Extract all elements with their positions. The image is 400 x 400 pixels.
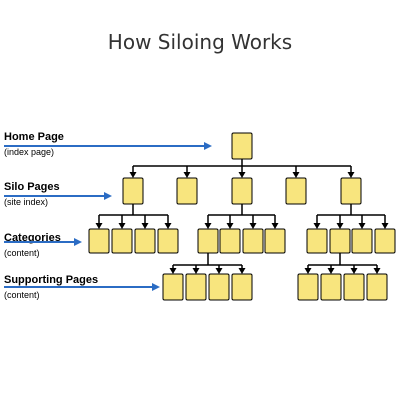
page-box: [162, 273, 184, 301]
connector-arrowhead: [238, 172, 246, 178]
connector-arrowhead: [336, 223, 344, 229]
level-label-supporting-pages: Supporting Pages (content): [4, 274, 98, 301]
level-pointer-arrowhead: [152, 283, 160, 291]
connector-arrowhead: [204, 223, 212, 229]
page-box: [157, 228, 179, 254]
page-box: [320, 273, 342, 301]
level-pointer-arrowhead: [104, 192, 112, 200]
page-box: [306, 228, 328, 254]
page-box: [176, 177, 198, 205]
page-box: [122, 177, 144, 205]
connector-arrowhead: [192, 268, 200, 274]
page-box: [343, 273, 365, 301]
connector-arrowhead: [304, 268, 312, 274]
page-box: [264, 228, 286, 254]
page-box: [185, 273, 207, 301]
connector-arrowhead: [238, 268, 246, 274]
page-box: [285, 177, 307, 205]
page-box: [231, 132, 253, 160]
connector-arrowhead: [381, 223, 389, 229]
page-box: [366, 273, 388, 301]
connector-arrowhead: [215, 268, 223, 274]
diagram-title: How Siloing Works: [107, 30, 293, 54]
page-box: [297, 273, 319, 301]
level-note: (content): [4, 290, 40, 300]
page-box: [219, 228, 241, 254]
connector-arrowhead: [249, 223, 257, 229]
page-box: [329, 228, 351, 254]
connector-arrowhead: [327, 268, 335, 274]
page-box: [340, 177, 362, 205]
page-box: [134, 228, 156, 254]
connector-arrowhead: [347, 172, 355, 178]
connector-arrowhead: [129, 172, 137, 178]
page-box: [208, 273, 230, 301]
connector-arrowhead: [350, 268, 358, 274]
connector-arrowhead: [271, 223, 279, 229]
level-name: Supporting Pages: [4, 274, 99, 286]
level-pointer-arrowhead: [204, 142, 212, 150]
level-name: Silo Pages: [4, 181, 60, 193]
level-label-home-page: Home Page (index page): [4, 131, 64, 158]
connector-arrowhead: [373, 268, 381, 274]
page-box: [111, 228, 133, 254]
connector-arrowhead: [358, 223, 366, 229]
connector-arrowhead: [183, 172, 191, 178]
connector-arrowhead: [141, 223, 149, 229]
page-box: [351, 228, 373, 254]
level-label-silo-pages: Silo Pages (site index): [4, 181, 60, 208]
connector-arrowhead: [292, 172, 300, 178]
level-note: (content): [4, 248, 40, 258]
level-note: (index page): [4, 147, 55, 157]
page-box: [231, 177, 253, 205]
level-name: Home Page: [4, 131, 64, 143]
page-box: [374, 228, 396, 254]
page-box: [231, 273, 253, 301]
connector-arrowhead: [164, 223, 172, 229]
connector-arrowhead: [95, 223, 103, 229]
connector-arrowhead: [169, 268, 177, 274]
level-pointer-arrowhead: [74, 238, 82, 246]
connector-arrowhead: [118, 223, 126, 229]
connector-arrowhead: [313, 223, 321, 229]
page-box: [197, 228, 219, 254]
page-box: [88, 228, 110, 254]
level-note: (site index): [4, 197, 49, 207]
page-box: [242, 228, 264, 254]
connector-arrowhead: [226, 223, 234, 229]
